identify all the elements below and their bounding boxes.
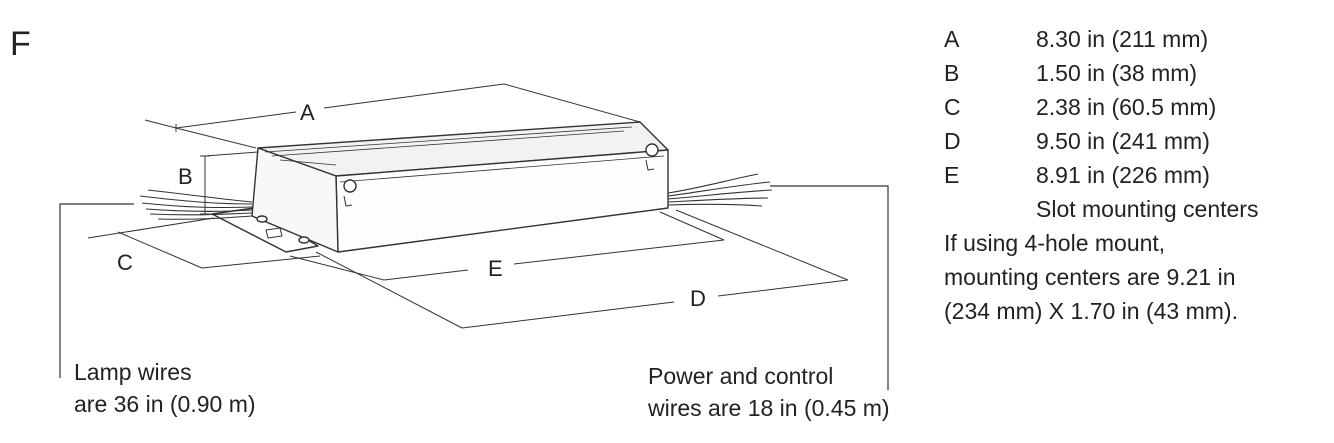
power-wire-leader	[770, 185, 889, 390]
dim-label-a: A	[300, 100, 315, 125]
lamp-wires-bundle	[139, 189, 253, 220]
lamp-wires-line-1: Lamp wires	[74, 359, 192, 385]
dimension-value: 9.50 in (241 mm)	[1036, 128, 1210, 154]
dim-label-d: D	[690, 286, 706, 311]
dim-label-b: B	[178, 164, 193, 189]
callout-leaders	[59, 185, 889, 390]
dimension-row-a: A 8.30 in (211 mm)	[944, 22, 1258, 56]
four-hole-line-1: If using 4-hole mount,	[944, 230, 1166, 256]
power-wires-line-1: Power and control	[648, 363, 834, 389]
box-side-face	[251, 147, 339, 253]
dimension-letter: E	[944, 162, 960, 188]
power-wires-callout: Power and control wires are 18 in (0.45 …	[648, 360, 890, 424]
ballast-box	[211, 121, 669, 253]
power-wires-line-2: wires are 18 in (0.45 m)	[648, 395, 890, 421]
slot-mounting-note: Slot mounting centers	[1036, 196, 1259, 222]
four-hole-line-2: mounting centers are 9.21 in	[944, 264, 1236, 290]
figure-label: F	[10, 25, 31, 63]
four-hole-line-3: (234 mm) X 1.70 in (43 mm).	[944, 298, 1238, 324]
dimension-letter: B	[944, 60, 960, 86]
dimension-letter: D	[944, 128, 961, 154]
dimension-letter: A	[944, 26, 960, 52]
mounting-flange	[211, 207, 319, 253]
dim-label-e: E	[488, 256, 503, 281]
lamp-wires-line-2: are 36 in (0.90 m)	[74, 391, 256, 417]
lamp-wires-callout: Lamp wires are 36 in (0.90 m)	[74, 356, 256, 420]
dimension-row-d: D 9.50 in (241 mm)	[944, 124, 1258, 158]
dimension-value: 8.30 in (211 mm)	[1036, 26, 1209, 52]
power-wires-bundle	[667, 173, 773, 207]
dimension-value: 8.91 in (226 mm)	[1036, 162, 1210, 188]
four-hole-note: If using 4-hole mount, mounting centers …	[944, 226, 1324, 328]
dimension-value: 1.50 in (38 mm)	[1036, 60, 1198, 86]
lamp-wire-leader	[59, 203, 134, 378]
dimension-lines	[87, 83, 849, 329]
dimension-value: 2.38 in (60.5 mm)	[1036, 94, 1217, 120]
dimension-letter: C	[944, 94, 961, 120]
dimension-row-b: B 1.50 in (38 mm)	[944, 56, 1258, 90]
dimension-row-e: E 8.91 in (226 mm)	[944, 158, 1258, 192]
dimension-row-c: C 2.38 in (60.5 mm)	[944, 90, 1258, 124]
dimension-table: A 8.30 in (211 mm) B 1.50 in (38 mm) C 2…	[944, 22, 1258, 226]
dim-label-c: C	[117, 250, 133, 275]
